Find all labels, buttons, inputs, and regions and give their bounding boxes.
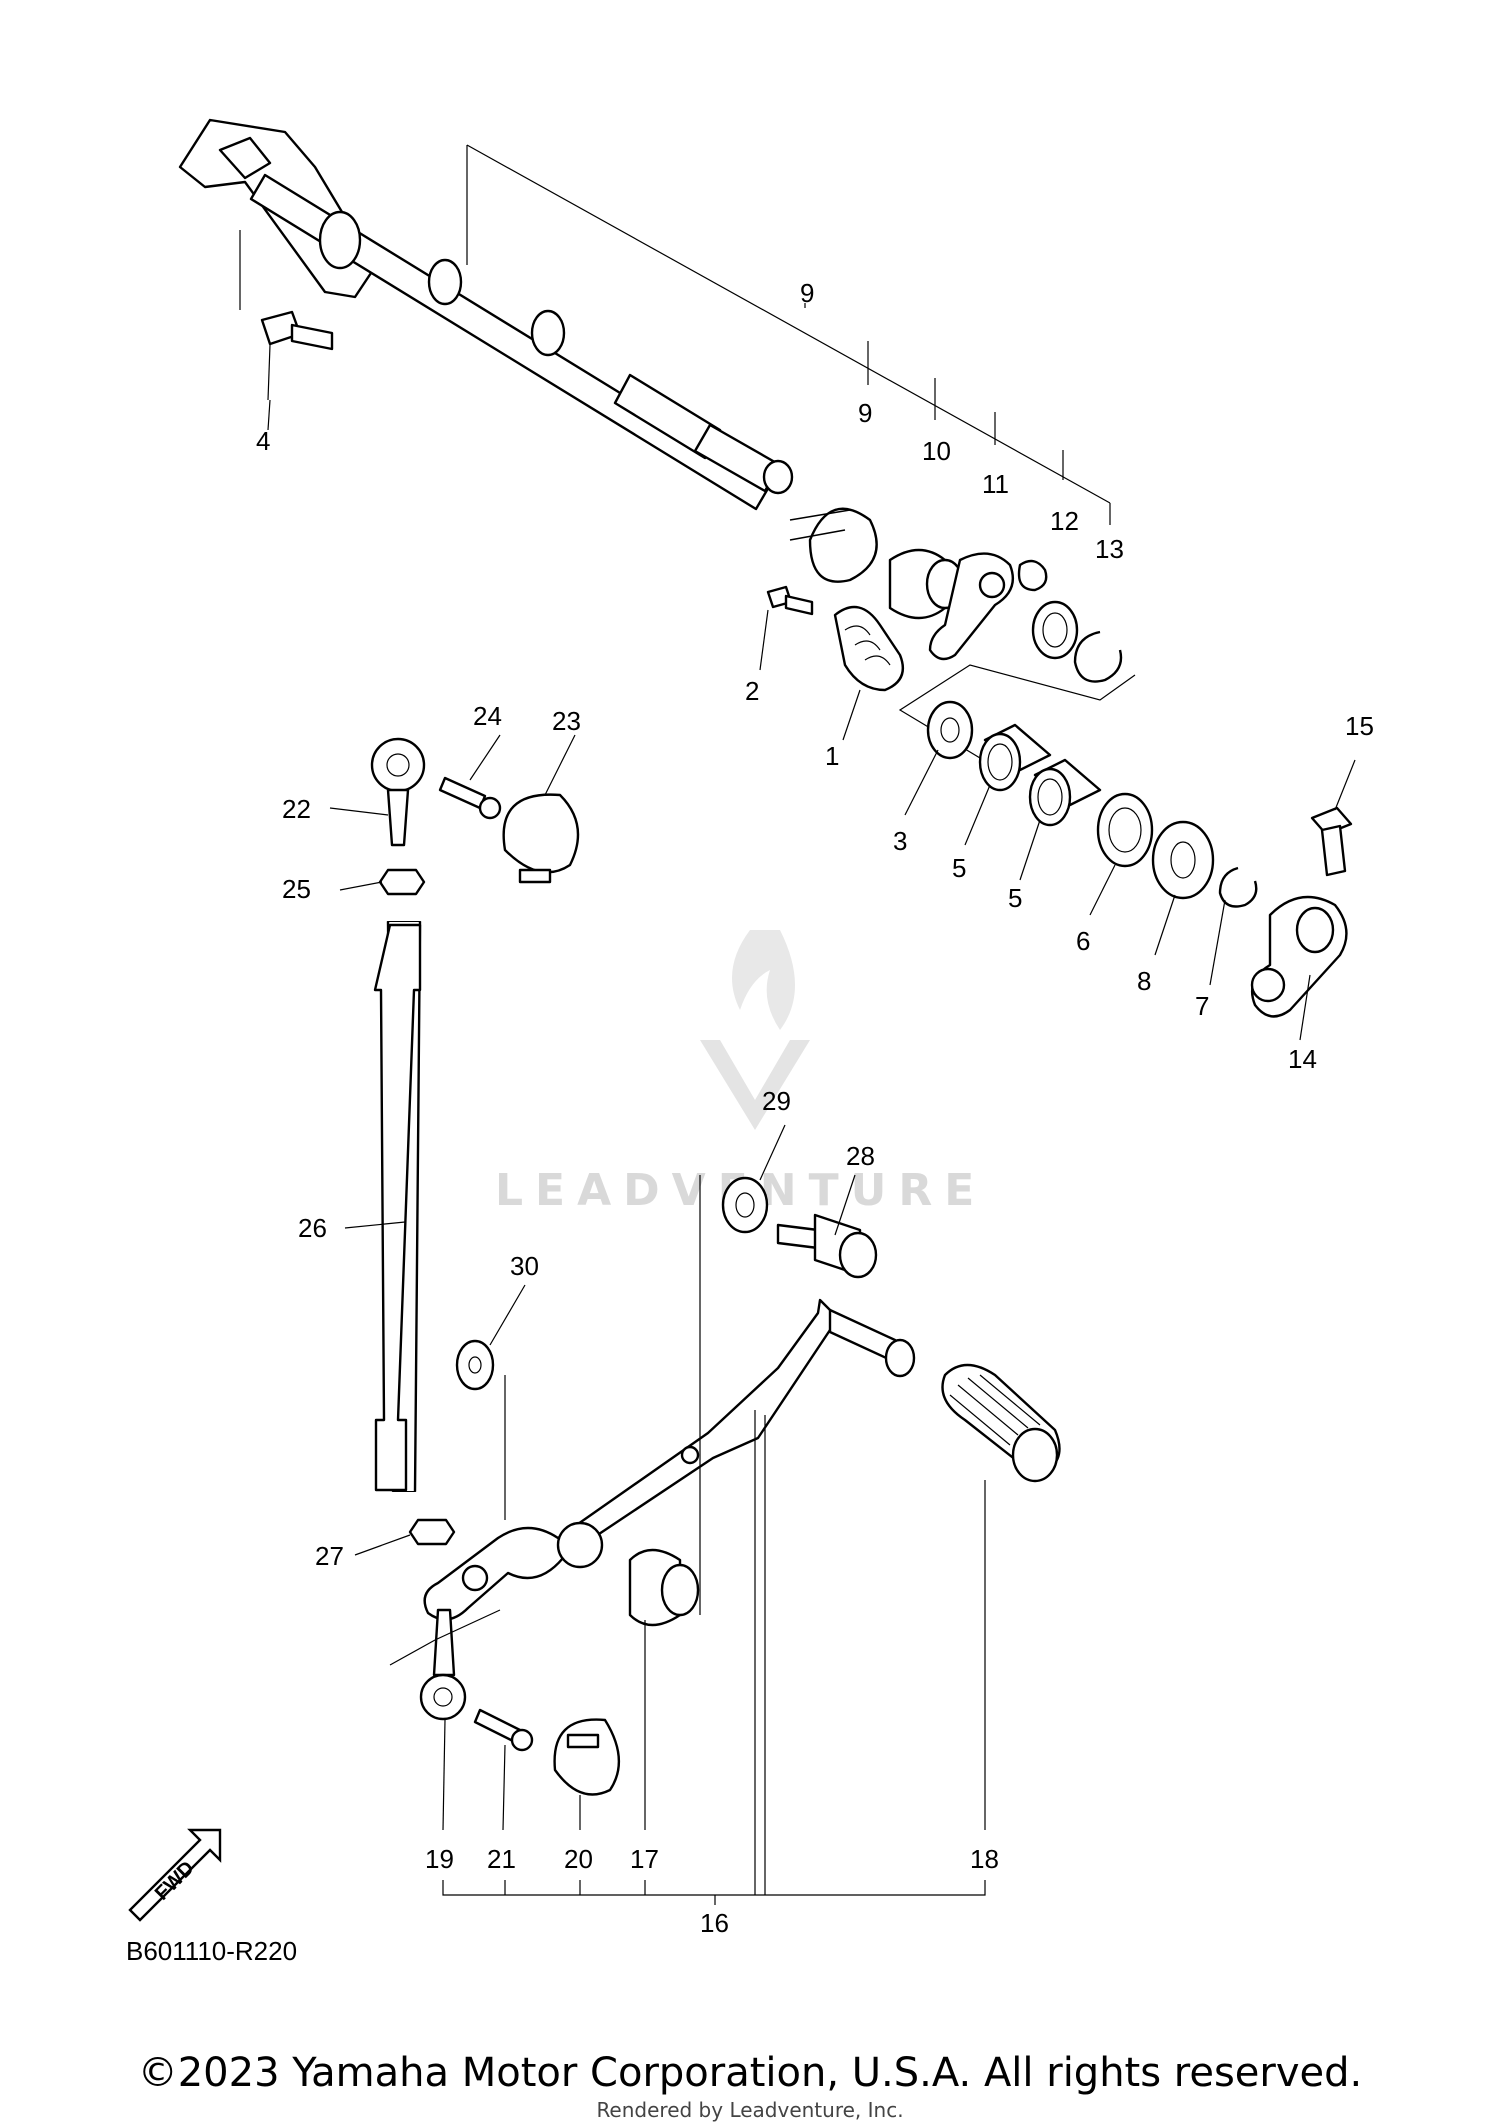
callout-3: 3	[893, 826, 907, 856]
shift-pedal	[423, 1298, 916, 1621]
callout-14: 13	[1095, 534, 1124, 564]
bolt-25	[438, 776, 502, 820]
callout-9: 9	[800, 278, 814, 308]
callout-10: 9	[858, 398, 872, 428]
callout-21: 20	[564, 1844, 593, 1874]
callout-29: 28	[846, 1141, 875, 1171]
washer-30	[721, 1176, 769, 1234]
rod-end-23	[370, 737, 426, 847]
rod-end-20	[389, 1608, 501, 1721]
callout-23: 22	[282, 794, 311, 824]
washer-31	[455, 1339, 495, 1391]
callout-27: 26	[298, 1213, 327, 1243]
circlip-14	[1073, 630, 1123, 683]
shift-arm-15	[1250, 895, 1348, 1018]
callout-31: 30	[510, 1251, 539, 1281]
shift-shaft	[178, 118, 794, 511]
pivot-bolt-29	[776, 1213, 878, 1279]
callout-13: 12	[1050, 506, 1079, 536]
collar-11	[888, 548, 965, 620]
leadventure-watermark: LEADVENTURE	[495, 930, 974, 1216]
washer-13	[1031, 600, 1079, 660]
washer-8	[1151, 820, 1215, 900]
pedal-rubber-19	[941, 1363, 1061, 1483]
spring-1	[833, 605, 905, 692]
callout-labels: 4 9 9 10 11 12 13 2 1 3 5 5 6 8 7 14 15 …	[256, 278, 1374, 1938]
dust-cover-21	[553, 1718, 621, 1796]
callout-1: 1	[825, 741, 839, 771]
callout-26: 25	[282, 874, 311, 904]
callout-18: 17	[630, 1844, 659, 1874]
callout-17: 16	[700, 1908, 729, 1938]
bolt-2	[766, 585, 814, 616]
callout-5a: 5	[952, 853, 966, 883]
rendered-by-notice: Rendered by Leadventure, Inc.	[596, 2098, 904, 2122]
bearing-5b	[1028, 758, 1102, 827]
copyright-notice: ©2023 Yamaha Motor Corporation, U.S.A. A…	[137, 2050, 1363, 2096]
spring-10	[789, 507, 878, 583]
callout-30: 29	[762, 1086, 791, 1116]
callout-24: 23	[552, 706, 581, 736]
callout-15: 14	[1288, 1044, 1317, 1074]
callout-2: 2	[745, 676, 759, 706]
nut-28	[408, 1518, 456, 1546]
diagram-code: B601110-R220	[126, 1936, 297, 1966]
dust-cover-24	[502, 793, 580, 884]
callout-7: 7	[1195, 991, 1209, 1021]
callout-6: 6	[1076, 926, 1090, 956]
bolt-22	[473, 1708, 534, 1752]
callout-22: 21	[487, 1844, 516, 1874]
callout-4: 4	[256, 426, 270, 456]
callout-19: 18	[970, 1844, 999, 1874]
callout-20: 19	[425, 1844, 454, 1874]
callout-5b: 5	[1008, 883, 1022, 913]
circlip-7	[1218, 866, 1258, 908]
nut-26	[378, 868, 426, 896]
callout-28: 27	[315, 1541, 344, 1571]
lever-12	[928, 552, 1048, 661]
callout-11: 10	[922, 436, 951, 466]
bolt-16	[1310, 806, 1353, 877]
group-9-bracket	[466, 144, 1136, 771]
bearing-5a	[978, 723, 1052, 792]
fwd-direction-badge: FWD	[128, 1828, 222, 1922]
callout-16: 15	[1345, 711, 1374, 741]
stud-bolt-4	[260, 310, 334, 401]
washer-3	[926, 700, 974, 760]
callout-8: 8	[1137, 966, 1151, 996]
leader-lines	[267, 399, 1356, 1905]
shift-rod-27	[373, 921, 422, 1492]
callout-12: 11	[982, 469, 1009, 499]
collar-18	[628, 1548, 700, 1627]
callout-25: 24	[473, 701, 502, 731]
oil-seal-6	[1096, 792, 1154, 868]
